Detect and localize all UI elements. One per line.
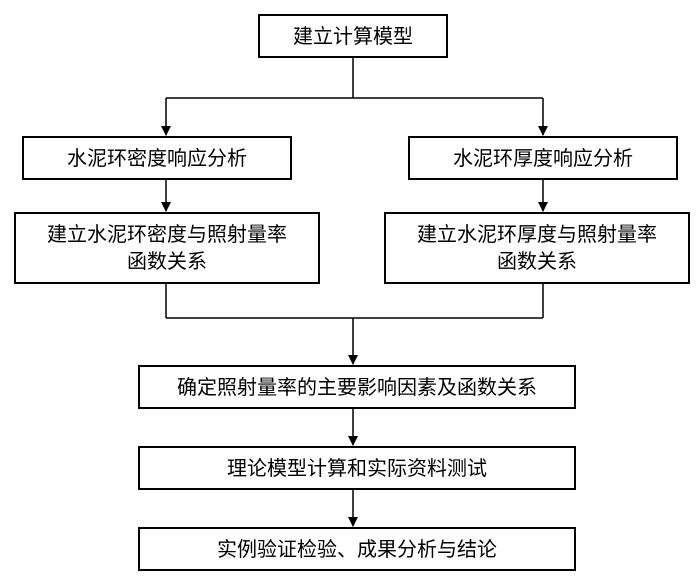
node-density-function: 建立水泥环密度与照射量率 函数关系: [14, 212, 320, 284]
node-density-response: 水泥环密度响应分析: [22, 136, 292, 180]
node-main-factors: 确定照射量率的主要影响因素及函数关系: [138, 365, 576, 409]
node-verification: 实例验证检验、成果分析与结论: [138, 527, 576, 571]
node-thickness-function: 建立水泥环厚度与照射量率 函数关系: [384, 212, 690, 284]
node-build-model: 建立计算模型: [258, 14, 448, 58]
node-theory-calc: 理论模型计算和实际资料测试: [138, 446, 576, 490]
node-thickness-response: 水泥环厚度响应分析: [408, 136, 678, 180]
